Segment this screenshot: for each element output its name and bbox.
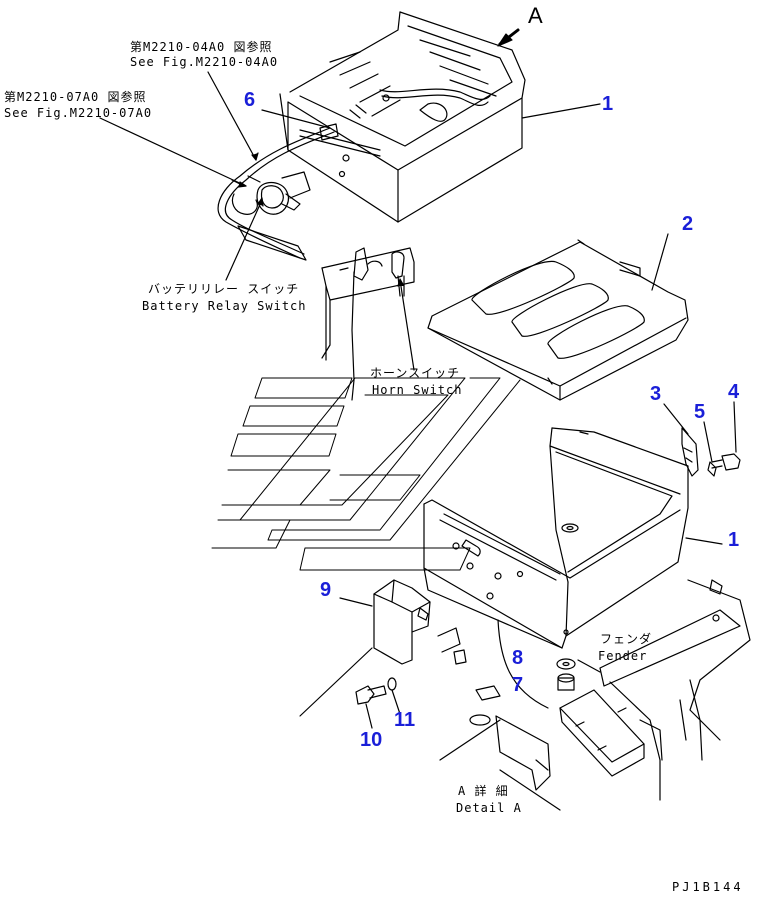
callout-5: 5	[694, 401, 706, 423]
detail-label-en: Detail A	[456, 801, 522, 815]
detail-label-jp: A 詳 細	[458, 784, 509, 798]
callout-1-top: 1	[602, 93, 614, 115]
leader-2	[651, 233, 669, 291]
ref-04-en: See Fig.M2210-04A0	[130, 55, 279, 69]
parts-9-10-11	[299, 579, 467, 717]
callout-8: 8	[512, 647, 524, 669]
watermark-logo	[211, 377, 521, 571]
cover-plate	[427, 239, 689, 401]
horn-switch-bracket	[321, 247, 415, 401]
fender-label-en: Fender	[598, 649, 648, 663]
leader-6	[261, 109, 331, 129]
fender-frame	[469, 579, 751, 801]
callout-10: 10	[360, 729, 383, 751]
drawing-code: PJ1B144	[672, 880, 744, 894]
callout-1-bottom: 1	[728, 529, 740, 551]
fender-label-jp: フェンダ	[600, 632, 653, 646]
callout-3: 3	[650, 383, 662, 405]
leader-3	[663, 403, 689, 435]
leader-10	[365, 703, 373, 729]
leader-1-bottom	[685, 537, 723, 545]
top-battery-box	[217, 11, 526, 261]
relay-label-en: Battery Relay Switch	[142, 299, 307, 313]
callout-2: 2	[682, 213, 694, 235]
leader-1-top	[521, 103, 601, 119]
callout-6: 6	[244, 89, 256, 111]
parts-3-4-5	[681, 427, 741, 477]
leader-11	[391, 689, 401, 715]
ref-04-jp: 第M2210-04A0 図参照	[130, 40, 273, 54]
leader-ref-07	[99, 117, 247, 187]
horn-label-en: Horn Switch	[372, 383, 463, 397]
callout-9: 9	[320, 579, 332, 601]
ref-07-en: See Fig.M2210-07A0	[4, 106, 153, 120]
leader-9	[339, 597, 373, 607]
leader-relay	[225, 199, 263, 281]
leader-horn	[399, 279, 415, 371]
horn-label-jp: ホーンスイッチ	[370, 366, 461, 380]
view-mark-a: A	[528, 3, 544, 28]
callout-7: 7	[512, 674, 524, 696]
parts-7-8	[556, 658, 576, 691]
leader-fender	[577, 659, 601, 673]
leader-ref-04	[207, 71, 257, 161]
callout-4: 4	[728, 381, 740, 403]
ref-07-jp: 第M2210-07A0 図参照	[4, 90, 147, 104]
leader-5	[703, 421, 713, 463]
relay-label-jp: バッテリリレー スイッチ	[148, 282, 300, 296]
battery-tray	[417, 427, 689, 649]
leader-4	[733, 401, 737, 453]
callout-11: 11	[394, 709, 416, 731]
